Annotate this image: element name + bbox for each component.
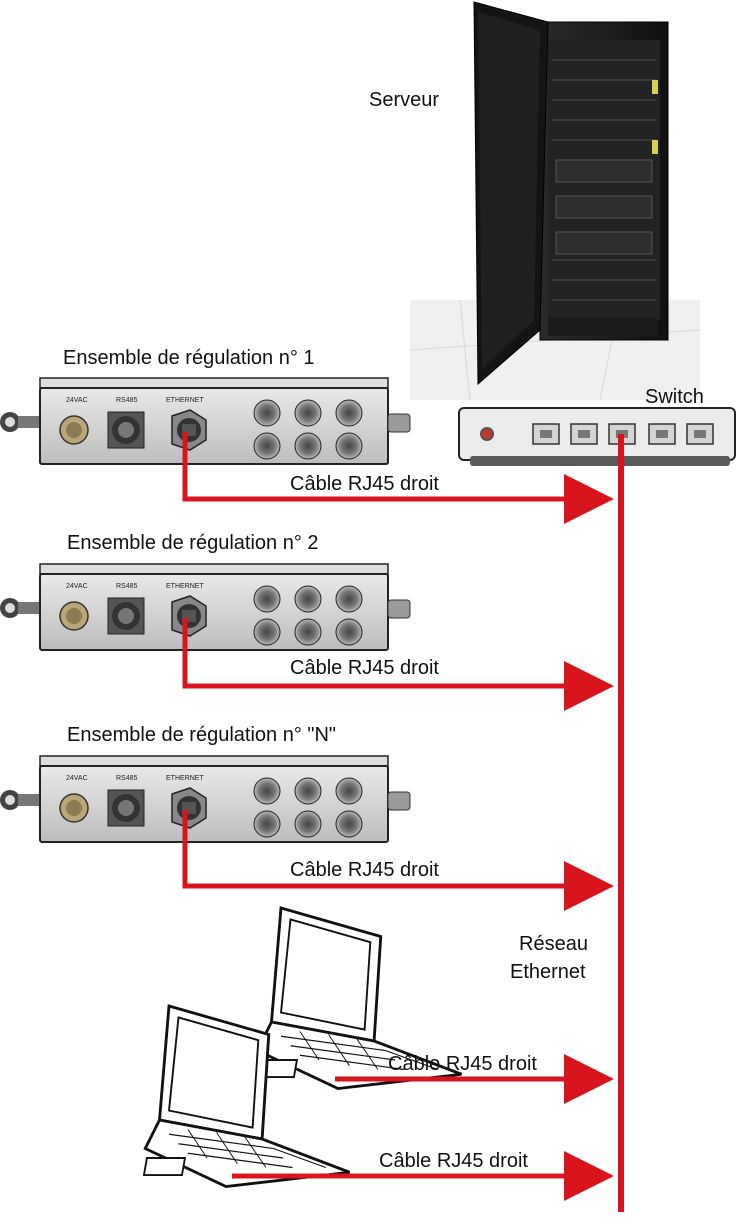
cable-label-laptop-2: Câble RJ45 droit <box>379 1150 528 1172</box>
cable-label-1: Câble RJ45 droit <box>290 473 439 495</box>
cable-module-2 <box>182 618 614 711</box>
cable-label-n: Câble RJ45 droit <box>290 859 439 881</box>
cable-module-1 <box>182 432 614 524</box>
server-rack-image <box>409 1 701 401</box>
server-label: Serveur <box>369 89 439 111</box>
power-connector-label: 24VAC <box>66 775 88 782</box>
ethernet-connector-label: ETHERNET <box>166 775 204 782</box>
serial-connector-label: RS485 <box>116 397 138 404</box>
cable-label-2: Câble RJ45 droit <box>290 657 439 679</box>
power-connector-label: 24VAC <box>66 397 88 404</box>
regulation-box-2: 24VAC RS485 ETHERNET <box>0 563 411 651</box>
module-1-title: Ensemble de régulation n° 1 <box>63 347 315 369</box>
cable-label-laptop-1: Câble RJ45 droit <box>388 1053 537 1075</box>
cable-module-n <box>182 810 614 911</box>
switch-led-icon <box>480 427 494 441</box>
regulation-box-n: 24VAC RS485 ETHERNET <box>0 755 411 843</box>
regulation-box-1: 24VAC RS485 ETHERNET <box>0 377 411 465</box>
module-2-title: Ensemble de régulation n° 2 <box>67 532 319 554</box>
serial-connector-label: RS485 <box>116 583 138 590</box>
network-switch <box>458 407 736 466</box>
ethernet-connector-label: ETHERNET <box>166 397 204 404</box>
switch-label: Switch <box>645 386 704 408</box>
network-label-line2: Ethernet <box>510 961 586 983</box>
power-connector-label: 24VAC <box>66 583 88 590</box>
network-label-line1: Réseau <box>519 933 588 955</box>
module-n-title: Ensemble de régulation n° "N" <box>67 724 336 746</box>
ethernet-connector-label: ETHERNET <box>166 583 204 590</box>
serial-connector-label: RS485 <box>116 775 138 782</box>
